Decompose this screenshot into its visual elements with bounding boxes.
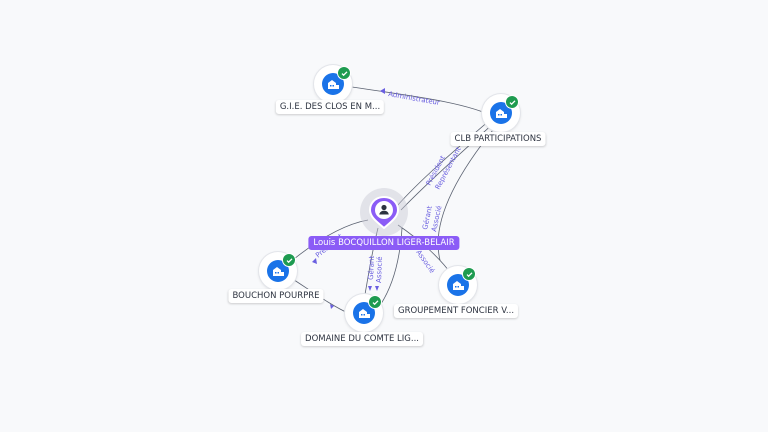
person-icon	[368, 195, 400, 229]
edge-arrow	[375, 286, 379, 291]
check-icon	[368, 295, 382, 309]
company-label-domaine[interactable]: DOMAINE DU COMTE LIG...	[301, 332, 423, 346]
edge-arrow	[330, 304, 334, 309]
edge-label-associe-domaine: Associé	[375, 256, 384, 283]
edge-clb-gie	[332, 83, 496, 118]
building-icon	[267, 260, 289, 282]
company-node-clb[interactable]	[482, 94, 520, 132]
building-icon	[353, 302, 375, 324]
company-node-gie[interactable]	[314, 65, 352, 103]
edge-arrow	[380, 88, 385, 94]
edge-arrow	[368, 286, 372, 291]
person-node[interactable]	[360, 188, 408, 236]
company-label-bouchon[interactable]: BOUCHON POURPRE	[228, 289, 324, 303]
company-node-groupement[interactable]	[439, 266, 477, 304]
edge-person-clb-1	[396, 119, 491, 207]
building-icon	[322, 73, 344, 95]
building-icon	[490, 102, 512, 124]
check-icon	[337, 66, 351, 80]
edge-arrow	[312, 258, 317, 264]
edge-label-gerant-domaine: Gérant	[367, 255, 376, 280]
company-label-gie[interactable]: G.I.E. DES CLOS EN M...	[275, 100, 385, 114]
edge-label-administrateur: Administrateur	[388, 90, 441, 107]
check-icon	[282, 253, 296, 267]
building-icon	[447, 274, 469, 296]
company-node-bouchon[interactable]	[259, 252, 297, 290]
company-label-clb[interactable]: CLB PARTICIPATIONS	[450, 132, 546, 146]
company-label-groupement[interactable]: GROUPEMENT FONCIER V...	[393, 304, 519, 318]
check-icon	[462, 267, 476, 281]
company-node-domaine[interactable]	[345, 294, 383, 332]
check-icon	[505, 95, 519, 109]
person-label[interactable]: Louis BOCQUILLON LIGER-BELAIR	[308, 236, 460, 250]
